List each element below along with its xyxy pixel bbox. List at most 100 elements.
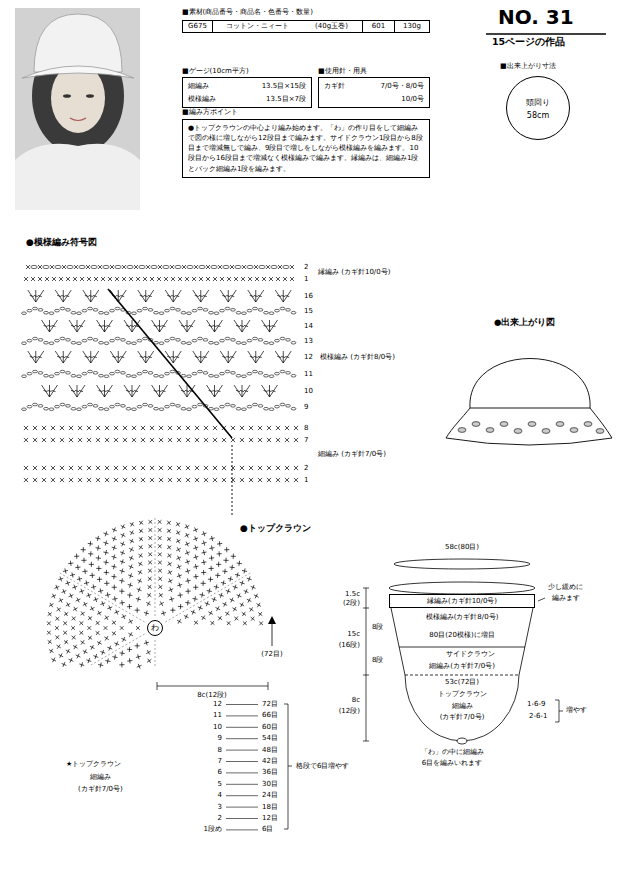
stitch-symbol: [219, 541, 221, 546]
stitch-symbol: [158, 544, 161, 548]
chain-symbol: [154, 311, 159, 314]
stitch-symbol: [240, 426, 244, 430]
stitch-symbol: [42, 438, 46, 442]
stitch-symbol: [283, 277, 287, 281]
stitch-symbol: [33, 438, 37, 442]
chain-symbol: [55, 309, 60, 312]
stitch-symbol: [118, 351, 126, 363]
stitch-symbol: [119, 580, 124, 582]
stitch-symbol: [71, 626, 75, 630]
stitch-symbol: [109, 646, 111, 651]
stitch-symbol: [96, 547, 101, 549]
stitch-symbol: [139, 553, 142, 557]
table-rule: [226, 750, 258, 751]
stitch-symbol: [87, 466, 91, 470]
chain-symbol: [93, 372, 98, 375]
stitch-symbol: [177, 438, 181, 442]
stitch-symbol: [129, 566, 134, 568]
stitch-symbol: [96, 568, 101, 569]
stitch-symbol: [241, 581, 243, 586]
stitch-symbol: [149, 536, 152, 540]
stitch-symbol: [268, 390, 272, 391]
stitch-symbol: [143, 277, 147, 281]
chain-symbol: [275, 372, 280, 375]
stitch-symbol: [158, 569, 162, 572]
brim-hole: [500, 422, 508, 427]
stitch-symbol: [79, 621, 83, 624]
stitch-symbol: [24, 277, 28, 281]
stitch-symbol: [182, 265, 186, 269]
stitch-symbol: [33, 426, 37, 430]
chain-symbol: [209, 407, 214, 410]
stitch-symbol: [72, 586, 77, 588]
stitch-symbol: [33, 478, 37, 482]
row-number: 4: [218, 791, 222, 799]
stitch-symbol: [185, 277, 189, 281]
chain-symbol: [236, 407, 241, 410]
stitch-symbol: [243, 622, 247, 625]
dimension: 58c(80目): [445, 543, 479, 551]
chain-symbol: [132, 375, 137, 378]
stitch-symbol: [112, 529, 117, 531]
stitch-symbol: [178, 564, 180, 569]
stitch-symbol: [65, 640, 68, 644]
chain-symbol: [176, 372, 181, 375]
chain-symbol: [66, 372, 71, 375]
stitch-symbol: [276, 478, 280, 482]
stitch-symbol: [290, 277, 294, 281]
chain-symbol: [198, 370, 203, 373]
stitch-symbol: [204, 426, 208, 430]
stitch-symbol: [98, 265, 102, 269]
stitch-symbol: [132, 438, 136, 442]
brim-hole: [528, 422, 536, 427]
part-label: ★トップクラウン: [66, 760, 121, 768]
stitch-symbol: [240, 390, 244, 391]
stitch-symbol: [213, 426, 217, 430]
chain-symbol: [104, 375, 109, 378]
stitch-symbol: [87, 438, 91, 442]
dimension: 1.5c: [345, 590, 360, 598]
stitch-symbol: [244, 325, 248, 326]
stitch-symbol: [104, 637, 108, 640]
row-number: 15: [304, 307, 313, 315]
chain-symbol: [235, 265, 241, 268]
stitch-symbol: [209, 325, 213, 326]
stitch-symbol: [231, 466, 235, 470]
chain-symbol: [93, 405, 98, 408]
stitch-symbol: [181, 325, 185, 326]
stitch-symbol: [167, 563, 171, 566]
stitch-symbol: [60, 426, 64, 430]
stitch-symbol: [96, 478, 100, 482]
stitch-symbol: [245, 589, 247, 594]
section-heading: ■使用針・用具: [318, 67, 367, 75]
stitch-symbol: [223, 580, 224, 585]
stitch-symbol: [42, 466, 46, 470]
stitch-symbol: [158, 528, 162, 531]
stitch-symbol: [114, 426, 118, 430]
leader-line: [538, 598, 545, 601]
stitch-symbol: [57, 608, 61, 611]
chain-symbol: [60, 370, 65, 373]
stitch-symbol: [60, 478, 64, 482]
stitch-symbol: [258, 613, 262, 616]
chain-symbol: [225, 370, 230, 373]
stitch-symbol: [104, 572, 109, 573]
stitch-symbol: [132, 385, 140, 397]
chain-symbol: [71, 407, 76, 410]
chain-symbol: [253, 403, 258, 406]
stitch-symbol: [112, 621, 115, 625]
stitch-symbol: [262, 277, 266, 281]
stitch-symbol: [140, 356, 144, 357]
stitch-symbol: [201, 616, 205, 619]
stitch-symbol: [218, 617, 222, 620]
stitch-symbol: [267, 478, 271, 482]
stitch-symbol: [242, 385, 250, 397]
stitch-symbol: [230, 576, 231, 581]
stitch-symbol: [234, 277, 238, 281]
chain-symbol: [220, 309, 225, 312]
stitch-symbol: [59, 277, 63, 281]
stitch-symbol: [72, 636, 76, 639]
stitch-symbol: [158, 536, 161, 540]
chain-symbol: [121, 372, 126, 375]
stitch-symbol: [199, 277, 203, 281]
